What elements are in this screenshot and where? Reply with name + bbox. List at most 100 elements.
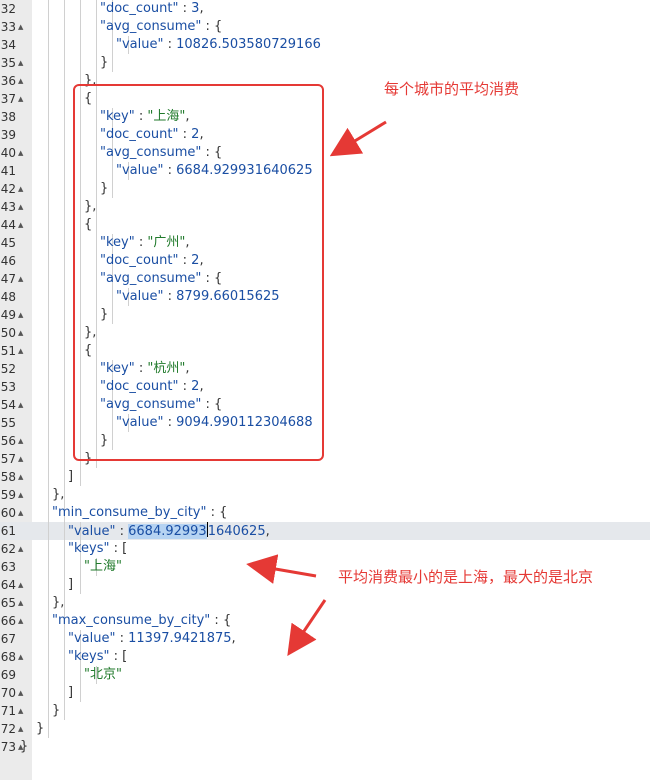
fold-toggle-icon[interactable]: ▲ bbox=[18, 473, 24, 481]
indent-guide bbox=[80, 378, 81, 396]
code-line[interactable]: 54▲"avg_consume" : { bbox=[0, 396, 650, 414]
code-line[interactable]: 37▲{ bbox=[0, 90, 650, 108]
code-line[interactable]: 38"key" : "上海", bbox=[0, 108, 650, 126]
indent-guide bbox=[80, 288, 81, 306]
indent-guide bbox=[96, 198, 97, 216]
indent-guide bbox=[48, 126, 49, 144]
code-line[interactable]: 41"value" : 6684.929931640625 bbox=[0, 162, 650, 180]
code-token: : { bbox=[201, 19, 223, 34]
code-line[interactable]: 58▲] bbox=[0, 468, 650, 486]
line-number: 58 bbox=[0, 470, 16, 484]
code-line[interactable]: 40▲"avg_consume" : { bbox=[0, 144, 650, 162]
code-text: "doc_count" : 3, bbox=[100, 0, 204, 18]
code-token: "value" bbox=[68, 631, 116, 646]
code-line[interactable]: 32"doc_count" : 3, bbox=[0, 0, 650, 18]
fold-toggle-icon[interactable]: ▲ bbox=[18, 545, 24, 553]
fold-toggle-icon[interactable]: ▲ bbox=[18, 581, 24, 589]
indent-guide bbox=[64, 576, 65, 594]
fold-toggle-icon[interactable]: ▲ bbox=[18, 59, 24, 67]
fold-toggle-icon[interactable]: ▲ bbox=[18, 221, 24, 229]
code-line[interactable]: 60▲"min_consume_by_city" : { bbox=[0, 504, 650, 522]
code-line[interactable]: 68▲"keys" : [ bbox=[0, 648, 650, 666]
fold-toggle-icon[interactable]: ▲ bbox=[18, 347, 24, 355]
code-token: } bbox=[100, 307, 109, 322]
code-line[interactable]: 33▲"avg_consume" : { bbox=[0, 18, 650, 36]
code-line[interactable]: 53"doc_count" : 2, bbox=[0, 378, 650, 396]
code-line[interactable]: 34"value" : 10826.503580729166 bbox=[0, 36, 650, 54]
fold-toggle-icon[interactable]: ▲ bbox=[18, 311, 24, 319]
fold-toggle-icon[interactable]: ▲ bbox=[18, 95, 24, 103]
text-cursor bbox=[206, 522, 208, 537]
indent-guide bbox=[64, 378, 65, 396]
code-line[interactable]: 48"value" : 8799.66015625 bbox=[0, 288, 650, 306]
code-line[interactable]: 67"value" : 11397.9421875, bbox=[0, 630, 650, 648]
code-line[interactable]: 63"上海" bbox=[0, 558, 650, 576]
code-line[interactable]: 69"北京" bbox=[0, 666, 650, 684]
indent-guide bbox=[112, 432, 113, 450]
fold-toggle-icon[interactable]: ▲ bbox=[18, 203, 24, 211]
code-line[interactable]: 65▲}, bbox=[0, 594, 650, 612]
code-line[interactable]: 66▲"max_consume_by_city" : { bbox=[0, 612, 650, 630]
fold-toggle-icon[interactable]: ▲ bbox=[18, 455, 24, 463]
fold-toggle-icon[interactable]: ▲ bbox=[18, 23, 24, 31]
fold-toggle-icon[interactable]: ▲ bbox=[18, 509, 24, 517]
code-line[interactable]: 72▲} bbox=[0, 720, 650, 738]
fold-toggle-icon[interactable]: ▲ bbox=[18, 707, 24, 715]
code-line[interactable]: 71▲} bbox=[0, 702, 650, 720]
code-line[interactable]: 50▲}, bbox=[0, 324, 650, 342]
line-number: 65 bbox=[0, 596, 16, 610]
indent-guide bbox=[112, 378, 113, 396]
fold-toggle-icon[interactable]: ▲ bbox=[18, 689, 24, 697]
fold-toggle-icon[interactable]: ▲ bbox=[18, 185, 24, 193]
fold-toggle-icon[interactable]: ▲ bbox=[18, 437, 24, 445]
code-line[interactable]: 36▲}, bbox=[0, 72, 650, 90]
fold-toggle-icon[interactable]: ▲ bbox=[18, 275, 24, 283]
code-line[interactable]: 47▲"avg_consume" : { bbox=[0, 270, 650, 288]
code-token: "value" bbox=[68, 524, 116, 539]
fold-toggle-icon[interactable]: ▲ bbox=[18, 743, 24, 751]
code-line[interactable]: 55"value" : 9094.990112304688 bbox=[0, 414, 650, 432]
indent-guide bbox=[80, 198, 81, 216]
code-line[interactable]: 56▲} bbox=[0, 432, 650, 450]
code-line[interactable]: 64▲] bbox=[0, 576, 650, 594]
indent-guide bbox=[96, 378, 97, 396]
code-line[interactable]: 73▲} bbox=[0, 738, 650, 756]
code-token: : bbox=[115, 631, 129, 646]
code-line[interactable]: 46"doc_count" : 2, bbox=[0, 252, 650, 270]
code-text: } bbox=[100, 432, 108, 450]
code-text: } bbox=[100, 306, 108, 324]
fold-toggle-icon[interactable]: ▲ bbox=[18, 725, 24, 733]
code-line[interactable]: 44▲{ bbox=[0, 216, 650, 234]
indent-guide bbox=[112, 108, 113, 126]
code-line[interactable]: 39"doc_count" : 2, bbox=[0, 126, 650, 144]
indent-guide bbox=[80, 648, 81, 666]
indent-guide bbox=[80, 144, 81, 162]
code-line[interactable]: 35▲} bbox=[0, 54, 650, 72]
indent-guide bbox=[112, 54, 113, 72]
fold-toggle-icon[interactable]: ▲ bbox=[18, 617, 24, 625]
fold-toggle-icon[interactable]: ▲ bbox=[18, 149, 24, 157]
indent-guide bbox=[48, 576, 49, 594]
code-line[interactable]: 62▲"keys" : [ bbox=[0, 540, 650, 558]
code-line[interactable]: 59▲}, bbox=[0, 486, 650, 504]
code-line[interactable]: 42▲} bbox=[0, 180, 650, 198]
code-token: { bbox=[84, 91, 93, 106]
code-line[interactable]: 70▲] bbox=[0, 684, 650, 702]
fold-toggle-icon[interactable]: ▲ bbox=[18, 401, 24, 409]
fold-toggle-icon[interactable]: ▲ bbox=[18, 491, 24, 499]
code-line[interactable]: 43▲}, bbox=[0, 198, 650, 216]
code-line[interactable]: 52"key" : "杭州", bbox=[0, 360, 650, 378]
indent-guide bbox=[96, 558, 97, 576]
code-line[interactable]: 61"value" : 6684.929931640625, bbox=[0, 522, 650, 540]
code-line[interactable]: 49▲} bbox=[0, 306, 650, 324]
indent-guide bbox=[48, 252, 49, 270]
code-text: }, bbox=[52, 486, 64, 504]
indent-guide bbox=[64, 36, 65, 54]
fold-toggle-icon[interactable]: ▲ bbox=[18, 329, 24, 337]
fold-toggle-icon[interactable]: ▲ bbox=[18, 653, 24, 661]
fold-toggle-icon[interactable]: ▲ bbox=[18, 77, 24, 85]
fold-toggle-icon[interactable]: ▲ bbox=[18, 599, 24, 607]
indent-guide bbox=[64, 0, 65, 18]
code-line[interactable]: 51▲{ bbox=[0, 342, 650, 360]
code-line[interactable]: 45"key" : "广州", bbox=[0, 234, 650, 252]
